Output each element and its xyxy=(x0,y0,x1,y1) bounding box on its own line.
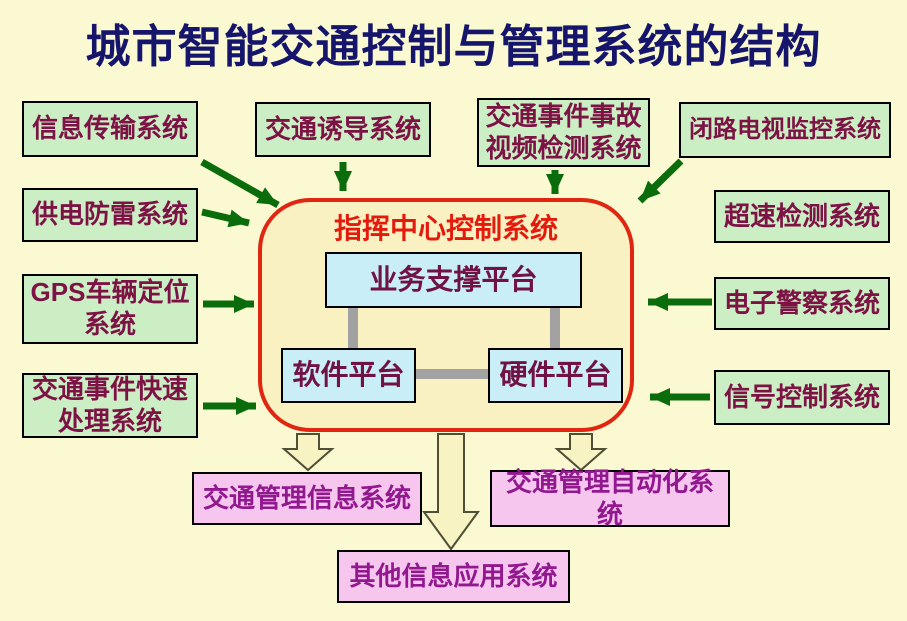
box-traffic-guidance-system: 交通诱导系统 xyxy=(255,102,431,157)
arrow-power-lightning-to-center xyxy=(201,208,250,228)
arrow-cctv-to-center xyxy=(637,158,684,204)
command-center-label: 指挥中心控制系统 xyxy=(333,213,558,244)
arrow-center-to-traffic-mgmt-info xyxy=(281,433,335,472)
box-hardware-platform: 硬件平台 xyxy=(488,348,623,403)
box-info-transmission-system: 信息传输系统 xyxy=(22,101,198,157)
arrow-center-to-other-info-apps xyxy=(422,433,480,551)
box-gps-vehicle-positioning: GPS车辆定位系统 xyxy=(22,274,198,344)
page-title: 城市智能交通控制与管理系统的结构 xyxy=(85,21,822,72)
box-speeding-detection-system: 超速检测系统 xyxy=(714,190,890,243)
box-incident-rapid-handling: 交通事件快速处理系统 xyxy=(22,373,198,438)
arrow-info-transmission-to-center xyxy=(200,158,280,209)
box-traffic-mgmt-info-system: 交通管理信息系统 xyxy=(192,472,422,525)
box-other-info-application-system: 其他信息应用系统 xyxy=(337,550,570,603)
box-traffic-mgmt-automation-system: 交通管理自动化系统 xyxy=(490,467,730,529)
box-cctv-monitoring-system: 闭路电视监控系统 xyxy=(679,102,891,158)
box-business-support-platform: 业务支撑平台 xyxy=(325,252,582,308)
box-software-platform: 软件平台 xyxy=(281,348,416,403)
box-incident-video-detection: 交通事件事故视频检测系统 xyxy=(477,98,650,167)
arrow-center-to-traffic-mgmt-automation xyxy=(554,433,608,472)
box-signal-control-system: 信号控制系统 xyxy=(714,370,890,425)
box-power-lightning-protection: 供电防雷系统 xyxy=(22,188,198,242)
box-electronic-police-system: 电子警察系统 xyxy=(714,277,890,330)
